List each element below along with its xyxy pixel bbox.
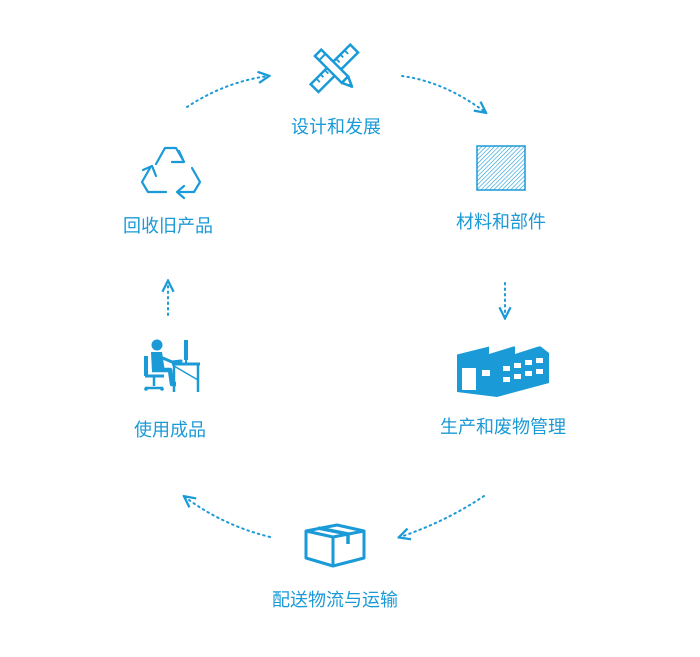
factory-icon xyxy=(456,345,549,397)
stage-label: 材料和部件 xyxy=(456,212,546,233)
material-swatch-icon xyxy=(476,145,526,191)
stage-label: 生产和废物管理 xyxy=(440,417,566,438)
arrow-production-to-distribution xyxy=(400,495,485,537)
recycle-icon xyxy=(140,146,202,200)
stage-production: 生产和废物管理 xyxy=(440,345,566,438)
stage-design: 设计和发展 xyxy=(291,42,381,138)
arrow-distribution-to-use xyxy=(185,497,271,538)
ruler-pencil-icon xyxy=(308,42,360,94)
person-at-computer-icon xyxy=(144,339,200,392)
arrow-recycle-to-design xyxy=(186,76,268,108)
stage-use: 使用成品 xyxy=(134,339,206,441)
stage-label: 使用成品 xyxy=(134,420,206,441)
stage-recycle: 回收旧产品 xyxy=(123,146,213,237)
arrow-design-to-materials xyxy=(401,75,485,112)
stage-label: 回收旧产品 xyxy=(123,216,213,237)
package-box-icon xyxy=(304,523,366,568)
stage-distribution: 配送物流与运输 xyxy=(272,523,398,611)
stage-materials: 材料和部件 xyxy=(456,145,546,233)
stage-label: 设计和发展 xyxy=(291,117,381,138)
stage-label: 配送物流与运输 xyxy=(272,590,398,611)
